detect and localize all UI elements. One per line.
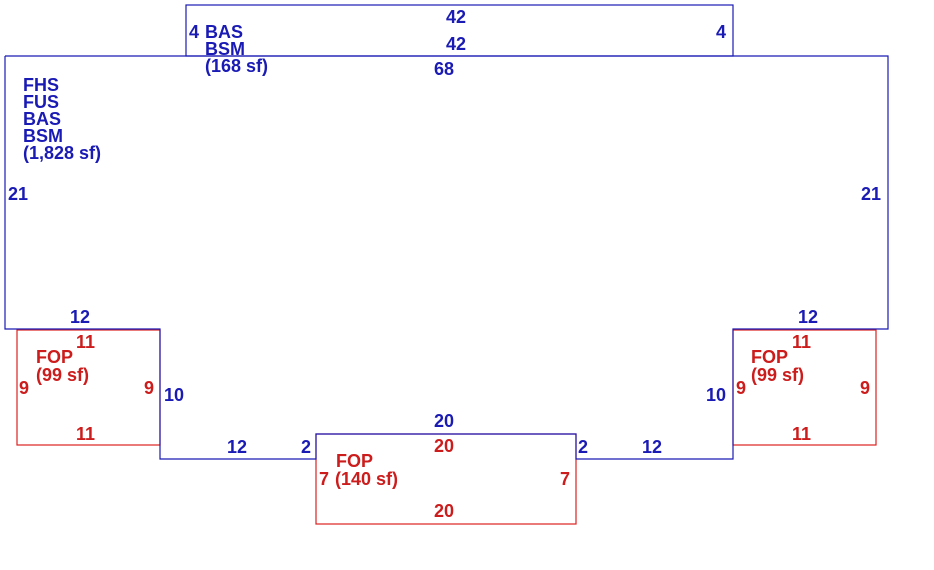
porch-right: FOP (99 sf) 11 11 9 9: [732, 329, 877, 446]
porch-right-dim-left: 9: [736, 378, 746, 398]
main-area: FHS FUS BAS BSM (1,828 sf) 68 21 21 12 1…: [4, 55, 889, 460]
main-dim-right-jog: 2: [578, 437, 588, 457]
porch-left-dim-top: 11: [76, 332, 95, 352]
porch-front-dim-right: 7: [560, 469, 570, 489]
porch-right-dim-top: 11: [792, 332, 811, 352]
porch-left-area: (99 sf): [36, 365, 89, 385]
main-area-code-3: BAS: [23, 109, 61, 129]
main-dim-left-bottom: 12: [70, 307, 90, 327]
porch-front-dim-bottom: 20: [434, 501, 454, 521]
upper-area-code-2: BSM: [205, 39, 245, 59]
main-area-code-2: FUS: [23, 92, 59, 112]
upper-area-dim-top: 42: [446, 7, 466, 27]
porch-right-dim-bottom: 11: [792, 424, 811, 444]
upper-area-code-1: BAS: [205, 22, 243, 42]
main-dim-top: 68: [434, 59, 454, 79]
porch-front-dim-top: 20: [434, 436, 454, 456]
upper-area-dim-inner: 42: [446, 34, 466, 54]
porch-right-dim-right: 9: [860, 378, 870, 398]
porch-right-code: FOP: [751, 347, 788, 367]
main-dim-right-bottom: 12: [798, 307, 818, 327]
main-dim-left-step: 10: [164, 385, 184, 405]
porch-left-code: FOP: [36, 347, 73, 367]
main-area-code-4: BSM: [23, 126, 63, 146]
main-area-outline: [4, 55, 889, 460]
main-dim-right: 21: [861, 184, 881, 204]
porch-left-dim-left: 9: [19, 378, 29, 398]
porch-left-dim-right: 9: [144, 378, 154, 398]
porch-front: FOP (140 sf) 20 20 7 7: [315, 433, 577, 525]
porch-right-area: (99 sf): [751, 365, 804, 385]
upper-area-area: (168 sf): [205, 56, 268, 76]
main-dim-right-lower: 12: [642, 437, 662, 457]
main-dim-front-top: 20: [434, 411, 454, 431]
upper-area: BAS BSM (168 sf) 42 42 4 4: [185, 4, 734, 76]
porch-left-dim-bottom: 11: [76, 424, 95, 444]
porch-front-dim-left: 7: [319, 469, 329, 489]
upper-area-dim-right: 4: [716, 22, 726, 42]
main-dim-left-jog: 2: [301, 437, 311, 457]
main-dim-left: 21: [8, 184, 28, 204]
main-dim-right-step: 10: [706, 385, 726, 405]
upper-area-dim-left: 4: [189, 22, 199, 42]
porch-left: FOP (99 sf) 11 11 9 9: [16, 329, 161, 446]
main-dim-left-lower: 12: [227, 437, 247, 457]
porch-front-code: FOP: [336, 451, 373, 471]
porch-front-area: (140 sf): [335, 469, 398, 489]
main-area-code-1: FHS: [23, 75, 59, 95]
main-area-area: (1,828 sf): [23, 143, 101, 163]
